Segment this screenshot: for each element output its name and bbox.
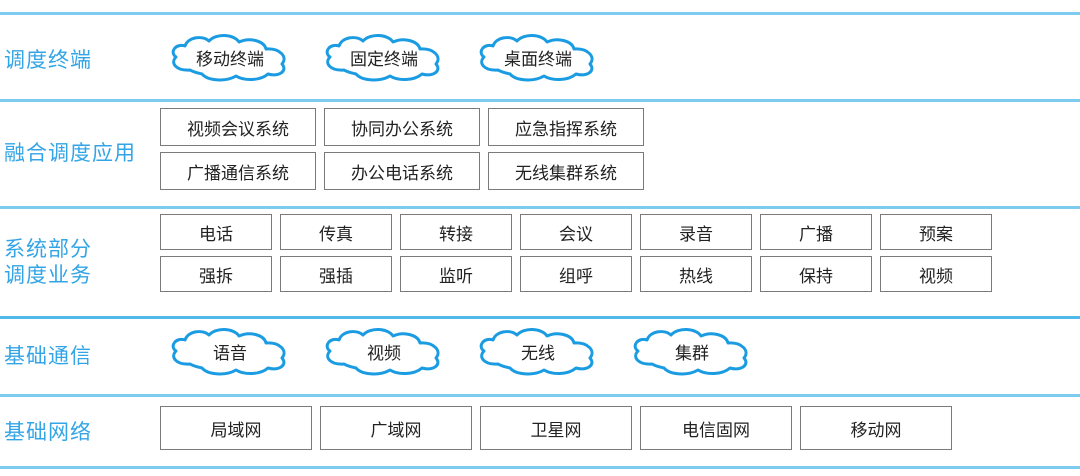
box-line: 强拆 强插 监听 组呼 热线 保持 视频 bbox=[160, 256, 1080, 292]
row-terminals: 调度终端 移动终端 固定终端 bbox=[0, 24, 1080, 96]
separator-top bbox=[0, 12, 1080, 15]
cloud-label: 无线 bbox=[521, 343, 555, 364]
row-applications: 融合调度应用 视频会议系统 协同办公系统 应急指挥系统 广播通信系统 办公电话系… bbox=[0, 108, 1080, 198]
box-line: 广播通信系统 办公电话系统 无线集群系统 bbox=[160, 152, 1080, 190]
cloud-label: 桌面终端 bbox=[504, 49, 572, 70]
app-box[interactable]: 协同办公系统 bbox=[324, 108, 480, 146]
row-body-applications: 视频会议系统 协同办公系统 应急指挥系统 广播通信系统 办公电话系统 无线集群系… bbox=[160, 108, 1080, 198]
row-body-terminals: 移动终端 固定终端 桌面终端 bbox=[160, 24, 1080, 96]
service-box[interactable]: 广播 bbox=[760, 214, 872, 250]
row-services: 系统部分 调度业务 电话 传真 转接 会议 录音 广播 预案 强拆 强插 监听 … bbox=[0, 214, 1080, 310]
cloud-item[interactable]: 语音 bbox=[160, 324, 300, 380]
service-box[interactable]: 电话 bbox=[160, 214, 272, 250]
service-box[interactable]: 强拆 bbox=[160, 256, 272, 292]
cloud-item[interactable]: 集群 bbox=[622, 324, 762, 380]
cloud-label: 集群 bbox=[675, 343, 709, 364]
network-box[interactable]: 卫星网 bbox=[480, 406, 632, 450]
service-box[interactable]: 监听 bbox=[400, 256, 512, 292]
cloud-icon bbox=[479, 328, 594, 376]
app-box[interactable]: 广播通信系统 bbox=[160, 152, 316, 190]
cloud-label: 视频 bbox=[367, 343, 401, 364]
row-body-basic-network: 局域网 广域网 卫星网 电信固网 移动网 bbox=[160, 406, 1080, 458]
network-box[interactable]: 电信固网 bbox=[640, 406, 792, 450]
cloud-item[interactable]: 无线 bbox=[468, 324, 608, 380]
separator-bottom bbox=[0, 466, 1080, 469]
app-box[interactable]: 视频会议系统 bbox=[160, 108, 316, 146]
service-box[interactable]: 会议 bbox=[520, 214, 632, 250]
cloud-icon bbox=[633, 328, 748, 376]
network-box[interactable]: 移动网 bbox=[800, 406, 952, 450]
app-box[interactable]: 办公电话系统 bbox=[324, 152, 480, 190]
cloud-icon bbox=[325, 328, 440, 376]
box-line: 视频会议系统 协同办公系统 应急指挥系统 bbox=[160, 108, 1080, 146]
row-basic-communication: 基础通信 语音 视频 bbox=[0, 324, 1080, 388]
row-label-basic-communication: 基础通信 bbox=[4, 344, 92, 368]
box-line: 局域网 广域网 卫星网 电信固网 移动网 bbox=[160, 406, 1080, 450]
cloud-item[interactable]: 桌面终端 bbox=[468, 30, 608, 86]
network-box[interactable]: 局域网 bbox=[160, 406, 312, 450]
service-box[interactable]: 热线 bbox=[640, 256, 752, 292]
service-box[interactable]: 视频 bbox=[880, 256, 992, 292]
service-box[interactable]: 保持 bbox=[760, 256, 872, 292]
cloud-label: 固定终端 bbox=[350, 49, 418, 70]
row-label-applications: 融合调度应用 bbox=[4, 141, 136, 165]
row-label-services: 系统部分 调度业务 bbox=[4, 237, 92, 287]
service-box[interactable]: 组呼 bbox=[520, 256, 632, 292]
service-box[interactable]: 录音 bbox=[640, 214, 752, 250]
cloud-label: 语音 bbox=[213, 343, 247, 364]
cloud-label: 移动终端 bbox=[196, 49, 264, 70]
service-box[interactable]: 预案 bbox=[880, 214, 992, 250]
cloud-icon bbox=[325, 34, 440, 82]
service-box[interactable]: 转接 bbox=[400, 214, 512, 250]
cloud-item[interactable]: 视频 bbox=[314, 324, 454, 380]
separator-services bbox=[0, 316, 1080, 319]
service-box[interactable]: 传真 bbox=[280, 214, 392, 250]
app-box[interactable]: 应急指挥系统 bbox=[488, 108, 644, 146]
separator-communication bbox=[0, 394, 1080, 397]
service-box[interactable]: 强插 bbox=[280, 256, 392, 292]
row-label-basic-network: 基础网络 bbox=[4, 420, 92, 444]
cloud-item[interactable]: 固定终端 bbox=[314, 30, 454, 86]
row-basic-network: 基础网络 局域网 广域网 卫星网 电信固网 移动网 bbox=[0, 406, 1080, 458]
cloud-icon bbox=[479, 34, 594, 82]
separator-applications bbox=[0, 206, 1080, 209]
app-box[interactable]: 无线集群系统 bbox=[488, 152, 644, 190]
separator-terminals bbox=[0, 99, 1080, 102]
cloud-icon bbox=[171, 328, 286, 376]
row-label-terminals: 调度终端 bbox=[4, 48, 92, 72]
cloud-icon bbox=[171, 34, 286, 82]
network-box[interactable]: 广域网 bbox=[320, 406, 472, 450]
box-line: 电话 传真 转接 会议 录音 广播 预案 bbox=[160, 214, 1080, 250]
row-body-services: 电话 传真 转接 会议 录音 广播 预案 强拆 强插 监听 组呼 热线 保持 视… bbox=[160, 214, 1080, 310]
row-body-basic-communication: 语音 视频 无线 集群 bbox=[160, 324, 1080, 388]
cloud-item[interactable]: 移动终端 bbox=[160, 30, 300, 86]
